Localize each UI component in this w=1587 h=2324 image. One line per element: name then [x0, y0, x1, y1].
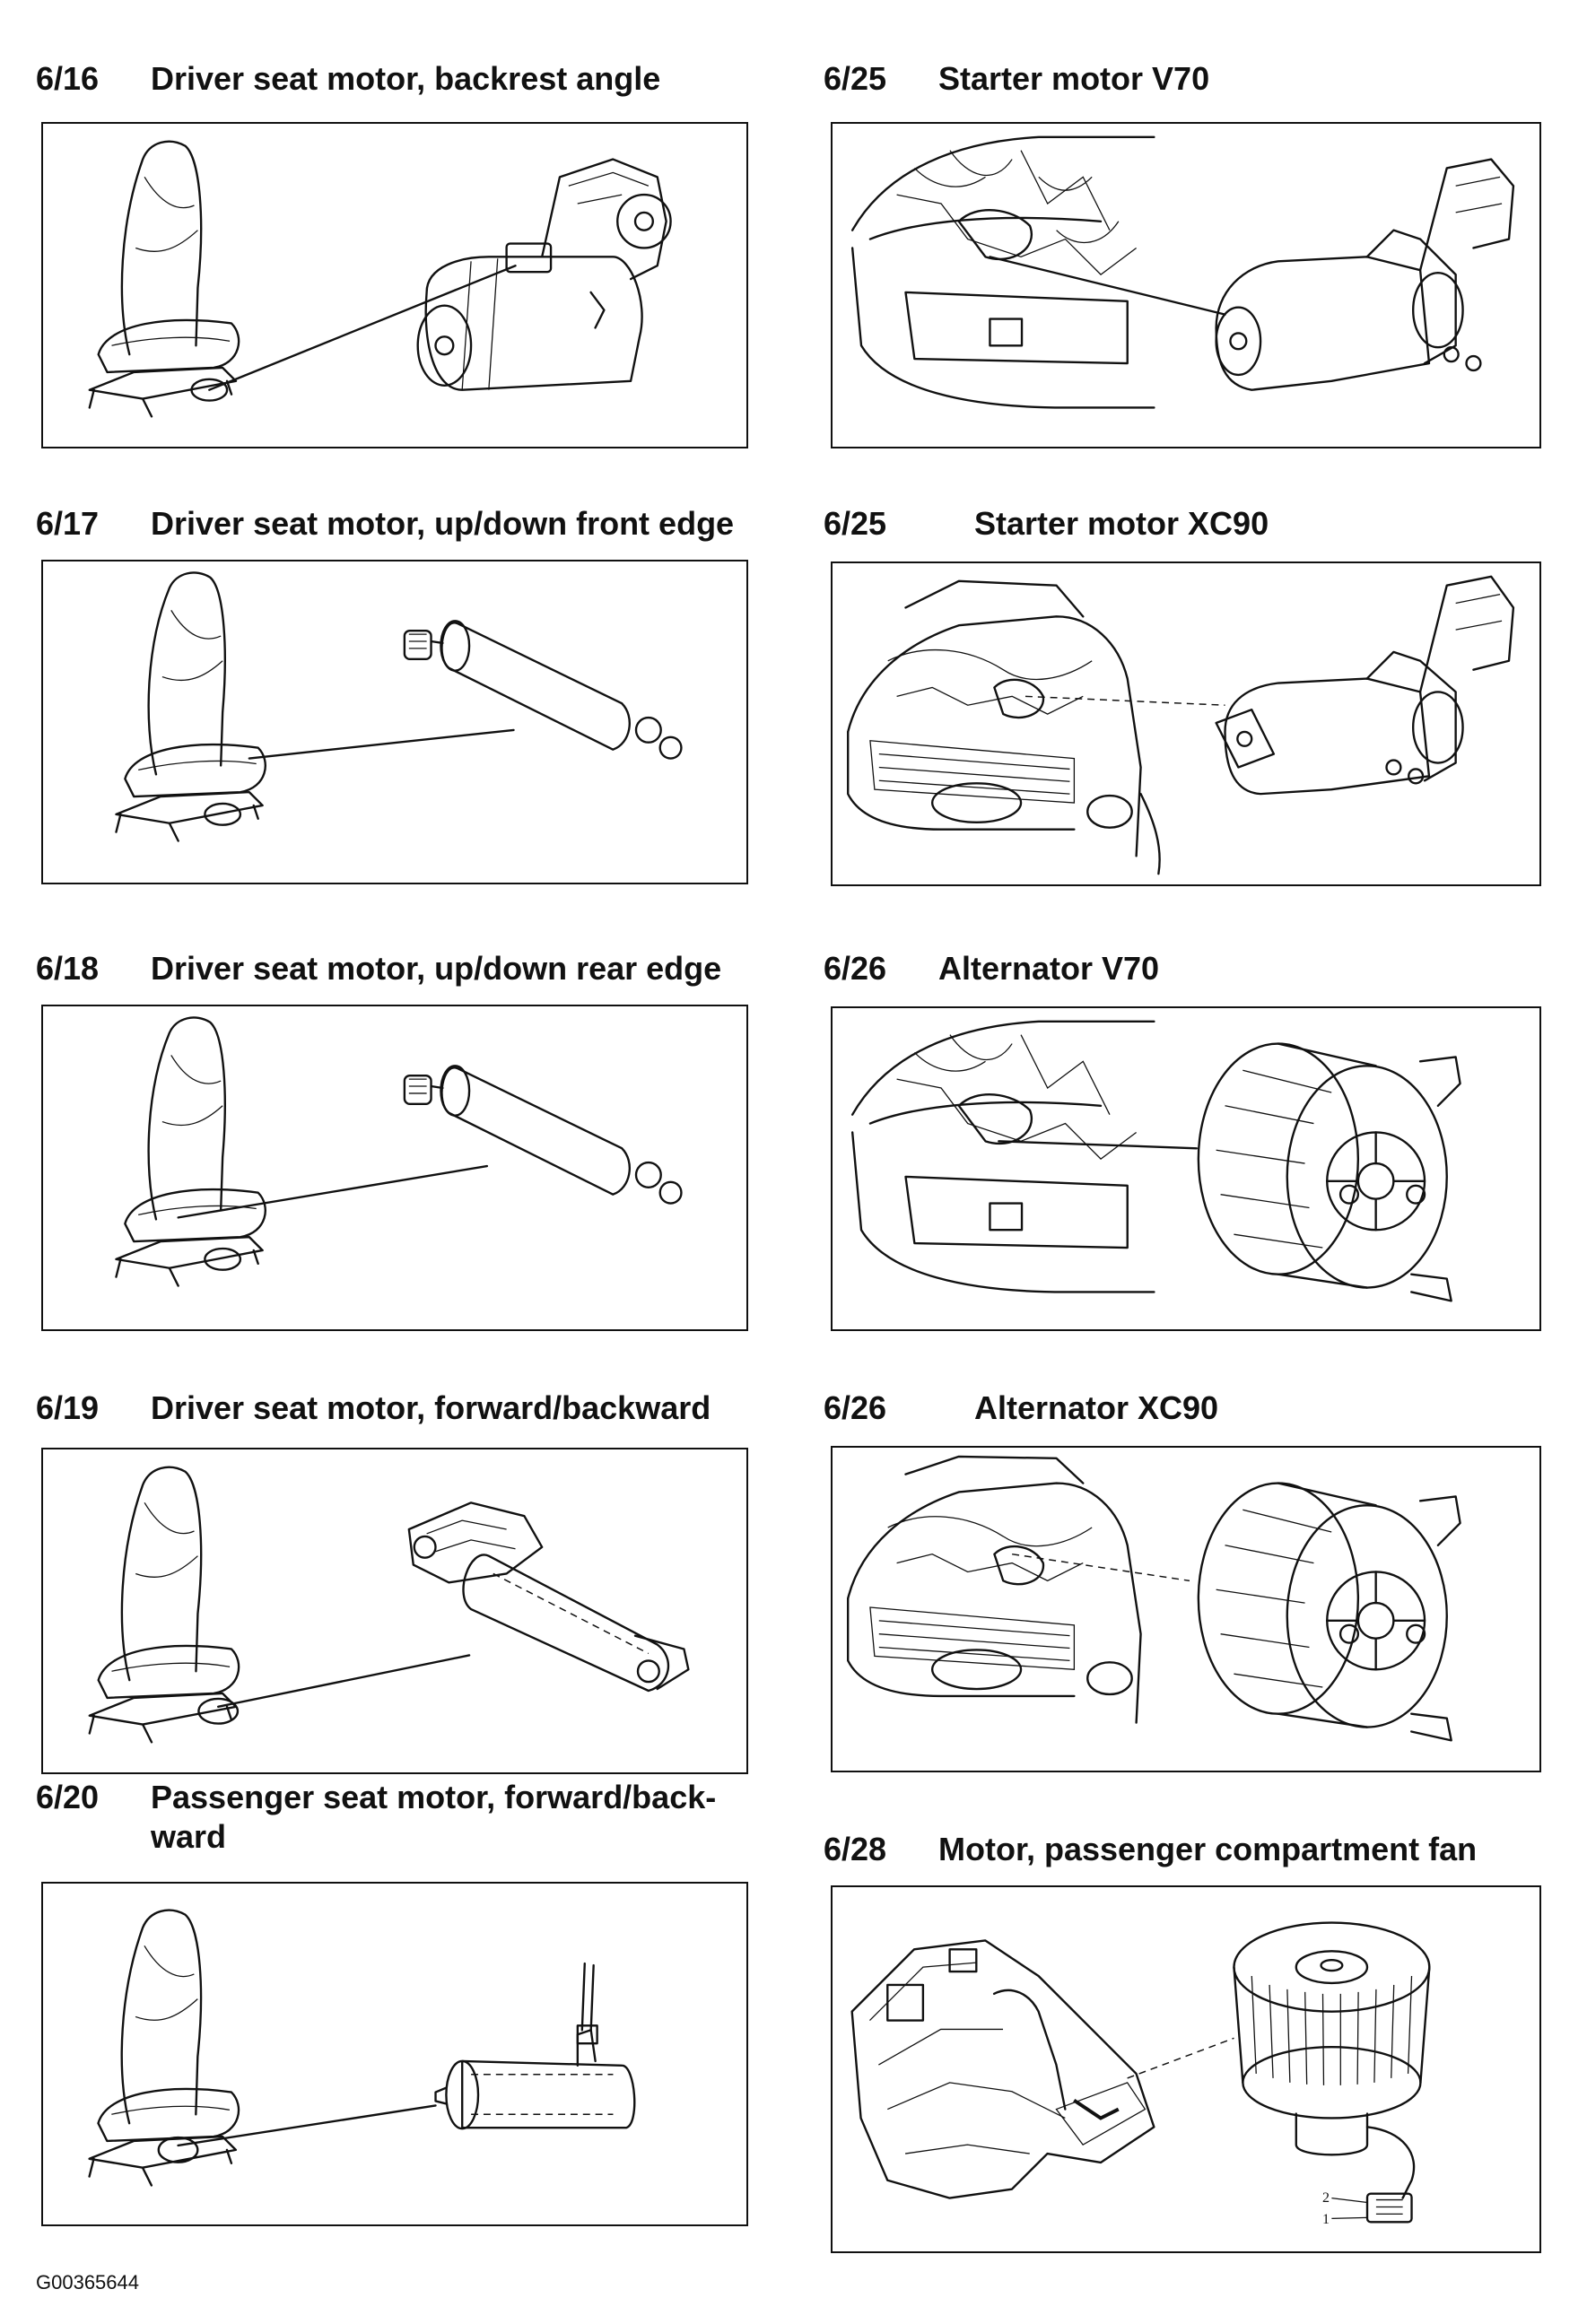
entry-heading: 6/25 Starter motor V70 [824, 59, 1209, 99]
leader-line [1025, 695, 1225, 706]
seat-drawing [88, 1909, 240, 2187]
entry-heading: 6/19 Driver seat motor, forward/backward [36, 1388, 711, 1428]
callout-line-1 [1331, 2216, 1368, 2220]
entry-number: 6/20 [36, 1779, 100, 1815]
entry-number: 6/19 [36, 1389, 100, 1426]
seat-drawing [88, 140, 240, 418]
callout-label-1: 1 [1322, 2212, 1330, 2227]
illustration-frame [831, 122, 1541, 448]
entry-number: 6/16 [36, 60, 100, 97]
entry-6-19: 6/19 Driver seat motor, forward/backward [36, 1388, 780, 1774]
leader-line [217, 1654, 471, 1708]
motor-drawing [403, 1065, 683, 1205]
motor-drawing [434, 1962, 636, 2130]
seat-drawing [88, 1466, 240, 1744]
leader-line [989, 256, 1226, 316]
entry-title: Alternator XC90 [974, 1389, 1219, 1426]
entry-6-20: 6/20 Passenger seat motor, forward/back-… [36, 1778, 780, 2280]
leader-line [177, 2104, 437, 2147]
seat-motor-backrest-illustration [88, 140, 672, 418]
illustration-frame [831, 1446, 1541, 1772]
leader-line [1127, 2037, 1234, 2079]
illustration-frame [41, 1882, 748, 2226]
leader-line [177, 1164, 489, 1219]
motor-drawing [403, 620, 683, 760]
entry-heading: 6/25 Starter motor XC90 [824, 504, 1269, 544]
seat-motor-forward-backward-illustration [88, 1466, 690, 1744]
entry-heading: 6/26 Alternator XC90 [824, 1388, 1218, 1428]
entry-number: 6/25 [824, 505, 887, 542]
seat-drawing [115, 1016, 266, 1287]
illustration-frame [831, 1006, 1541, 1331]
leader-line [248, 728, 515, 760]
entry-number: 6/17 [36, 505, 100, 542]
document-code: G00365644 [36, 2271, 139, 2294]
entry-title: Motor, passenger compartment fan [938, 1831, 1478, 1867]
starter-drawing [1215, 575, 1515, 796]
blower-drawing [1233, 1921, 1431, 2224]
engine-bay-drawing [850, 135, 1155, 409]
alternator-v70-illustration [850, 1020, 1461, 1302]
leader-line [208, 265, 517, 391]
entry-title: Driver seat motor, backrest angle [151, 60, 661, 97]
starter-motor-xc90-illustration [847, 575, 1515, 875]
entry-heading: 6/16 Driver seat motor, backrest angle [36, 59, 660, 99]
entry-number: 6/25 [824, 60, 887, 97]
motor-drawing [407, 1501, 690, 1693]
illustration-frame [41, 1005, 748, 1331]
entry-title: Passenger seat motor, forward/back- ward [151, 1778, 716, 1857]
entry-6-16: 6/16 Driver seat motor, backrest angle [36, 59, 754, 454]
entry-title: Starter motor XC90 [974, 505, 1269, 542]
entry-title: Starter motor V70 [938, 60, 1210, 97]
entry-heading: 6/20 Passenger seat motor, forward/back-… [36, 1778, 716, 1857]
illustration-frame: 2 1 [831, 1885, 1541, 2253]
entry-6-25-v70: 6/25 Starter motor V70 [824, 59, 1550, 454]
entry-number: 6/26 [824, 1389, 887, 1426]
entry-title-line-1: Passenger seat motor, forward/back- [151, 1779, 717, 1815]
entry-heading: 6/18 Driver seat motor, up/down rear edg… [36, 949, 721, 988]
entry-6-26-xc90: 6/26 Alternator XC90 [824, 1388, 1550, 1783]
starter-drawing [1215, 158, 1515, 391]
suv-front-drawing [847, 1455, 1142, 1724]
entry-heading: 6/17 Driver seat motor, up/down front ed… [36, 504, 734, 544]
entry-title: Driver seat motor, up/down rear edge [151, 950, 722, 987]
entry-6-26-v70: 6/26 Alternator V70 [824, 949, 1550, 1344]
entry-number: 6/28 [824, 1831, 887, 1867]
alternator-drawing [1197, 1482, 1461, 1742]
passenger-fan-motor-illustration [850, 1921, 1431, 2224]
alternator-drawing [1197, 1042, 1461, 1302]
entry-title: Alternator V70 [938, 950, 1160, 987]
seat-motor-front-edge-illustration [115, 571, 683, 842]
alternator-xc90-illustration [847, 1455, 1461, 1742]
entry-number: 6/26 [824, 950, 887, 987]
engine-bay-drawing [850, 1020, 1155, 1293]
entry-title-line-2: ward [151, 1818, 227, 1855]
entry-6-18: 6/18 Driver seat motor, up/down rear edg… [36, 949, 780, 1335]
callout-line-2 [1331, 2197, 1368, 2204]
entry-number: 6/18 [36, 950, 100, 987]
entry-title: Driver seat motor, up/down front edge [151, 505, 735, 542]
seat-drawing [115, 571, 266, 842]
illustration-frame [41, 122, 748, 448]
starter-motor-v70-illustration [850, 135, 1515, 409]
entry-title: Driver seat motor, forward/backward [151, 1389, 711, 1426]
suv-front-drawing [847, 579, 1161, 875]
callout-label-2: 2 [1322, 2190, 1330, 2206]
leader-line [998, 1140, 1199, 1150]
entry-6-17: 6/17 Driver seat motor, up/down front ed… [36, 504, 780, 890]
entry-heading: 6/26 Alternator V70 [824, 949, 1159, 988]
seat-motor-rear-edge-illustration [115, 1016, 683, 1287]
illustration-frame [831, 561, 1541, 886]
illustration-frame [41, 560, 748, 884]
motor-drawing [416, 158, 672, 391]
illustration-frame [41, 1448, 748, 1774]
leader-line [1012, 1553, 1190, 1582]
entry-6-28: 6/28 Motor, passenger compartment fan [824, 1830, 1550, 2260]
entry-heading: 6/28 Motor, passenger compartment fan [824, 1830, 1477, 1869]
hvac-unit-drawing [850, 1939, 1155, 2199]
passenger-seat-motor-illustration [88, 1909, 636, 2187]
entry-6-25-xc90: 6/25 Starter motor XC90 [824, 504, 1550, 899]
